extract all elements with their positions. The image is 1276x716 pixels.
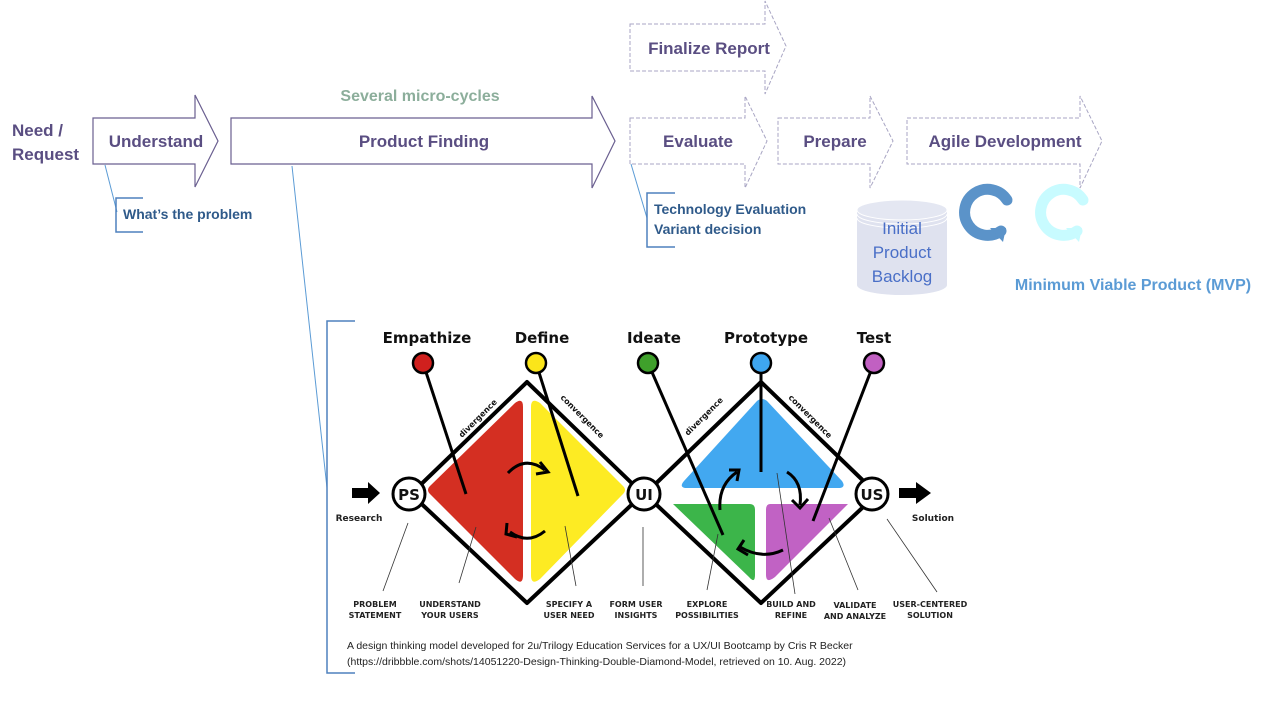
label-validate-1: VALIDATE <box>833 601 876 610</box>
understand-callout: What’s the problem <box>104 164 252 233</box>
design-thinking-model: Empathize Define Ideate Prototype Test d… <box>336 329 968 621</box>
callout-bracket <box>646 192 675 248</box>
product-finding-leader-line <box>291 165 328 489</box>
divergence-label-right: divergence <box>683 395 725 437</box>
prototype-quadrant <box>681 399 844 488</box>
label-problem-statement-1: PROBLEM <box>353 600 396 609</box>
agile-development-arrow-shape <box>906 95 1103 189</box>
node-us: US <box>854 476 890 512</box>
finalize-report-label: Finalize Report <box>648 39 770 58</box>
understand-label: Understand <box>109 132 203 151</box>
product-finding-arrow[interactable]: Product Finding <box>230 95 616 189</box>
phase-test: Test <box>857 329 892 347</box>
cylinder-top <box>856 199 948 221</box>
cycle-arrow-icon <box>509 529 546 540</box>
backlog-label-3: Backlog <box>872 267 932 286</box>
test-pin <box>862 351 886 375</box>
prototype-pin <box>749 351 773 375</box>
phase-prototype: Prototype <box>724 329 808 347</box>
understand-arrow-shape <box>92 94 219 188</box>
prepare-arrow[interactable]: Prepare <box>777 95 894 189</box>
technology-evaluation-label: Technology Evaluation <box>654 201 806 217</box>
evaluate-arrow[interactable]: Evaluate <box>629 95 768 189</box>
phase-define: Define <box>515 329 570 347</box>
label-form-insights-1: FORM USER <box>609 600 662 609</box>
callout-bracket <box>115 197 143 233</box>
refresh-cycle-icon <box>1035 183 1089 242</box>
finalize-report-arrow-shape <box>629 0 787 95</box>
label-specify-need-1: SPECIFY A <box>546 600 593 609</box>
label-form-insights-2: INSIGHTS <box>615 611 658 620</box>
callout-leader-line <box>630 163 648 219</box>
node-ui-label: UI <box>635 486 653 504</box>
cycle-arrow-icon <box>786 470 802 506</box>
empathize-pin <box>411 351 435 375</box>
node-ps: PS <box>391 476 427 512</box>
refresh-cycle-icon <box>959 183 1013 242</box>
caption-line-1: A design thinking model developed for 2u… <box>347 640 853 652</box>
cycle-arrow-icon <box>739 545 784 556</box>
node-ui: UI <box>626 476 662 512</box>
ideate-quadrant <box>673 504 755 581</box>
research-arrow-icon <box>352 482 380 504</box>
label-user-centered-1: USER-CENTERED <box>893 600 968 609</box>
define-pin <box>524 351 548 375</box>
cycle-arrow-icon <box>718 470 738 511</box>
test-quadrant <box>766 504 848 581</box>
label-user-centered-2: SOLUTION <box>907 611 953 620</box>
evaluate-callout: Technology Evaluation Variant decision <box>630 163 806 248</box>
label-understand-users-1: UNDERSTAND <box>419 600 481 609</box>
agile-development-arrow[interactable]: Agile Development <box>906 95 1103 189</box>
backlog-label-1: Initial <box>882 219 922 238</box>
phase-ideate: Ideate <box>627 329 681 347</box>
label-validate-2: AND ANALYZE <box>824 612 886 621</box>
cycle-arrow-icon <box>506 461 546 475</box>
prepare-arrow-shape <box>777 95 894 189</box>
label-build-2: REFINE <box>775 611 807 620</box>
cylinder-body <box>857 210 947 295</box>
prepare-label: Prepare <box>803 132 866 151</box>
need-request-label-1: Need / <box>12 121 63 140</box>
product-finding-arrow-shape <box>230 95 616 189</box>
need-request-label-2: Request <box>12 145 79 164</box>
agile-development-label: Agile Development <box>928 132 1081 151</box>
understand-arrow[interactable]: Understand <box>92 94 219 188</box>
phase-empathize: Empathize <box>383 329 472 347</box>
ideate-pin <box>636 351 660 375</box>
bottom-leader-lines <box>382 472 938 595</box>
evaluate-label: Evaluate <box>663 132 733 151</box>
solution-label: Solution <box>912 514 954 524</box>
whats-the-problem-label: What’s the problem <box>123 206 252 222</box>
label-explore-2: POSSIBILITIES <box>675 611 739 620</box>
evaluate-arrow-shape <box>629 95 768 189</box>
caption-line-2: (https://dribbble.com/shots/14051220-Des… <box>347 656 846 668</box>
label-specify-need-2: USER NEED <box>544 611 595 620</box>
product-backlog-cylinder: Initial Product Backlog <box>856 199 948 295</box>
node-ps-label: PS <box>398 486 420 504</box>
design-thinking-bracket <box>326 320 355 674</box>
bottom-labels: PROBLEM STATEMENT UNDERSTAND YOUR USERS … <box>349 600 968 621</box>
callout-leader-line <box>104 164 118 213</box>
mvp-label: Minimum Viable Product (MVP) <box>1015 277 1251 294</box>
micro-cycles-label: Several micro-cycles <box>340 88 499 105</box>
label-explore-1: EXPLORE <box>687 600 728 609</box>
node-us-label: US <box>861 486 884 504</box>
empathize-quadrant <box>428 400 523 582</box>
variant-decision-label: Variant decision <box>654 221 761 237</box>
label-problem-statement-2: STATEMENT <box>349 611 402 620</box>
research-label: Research <box>336 514 383 524</box>
label-understand-users-2: YOUR USERS <box>420 611 479 620</box>
label-build-1: BUILD AND <box>766 600 816 609</box>
backlog-label-2: Product <box>873 243 932 262</box>
product-finding-label: Product Finding <box>359 132 489 151</box>
solution-arrow-icon <box>899 482 931 504</box>
finalize-report-arrow[interactable]: Finalize Report <box>629 0 787 95</box>
